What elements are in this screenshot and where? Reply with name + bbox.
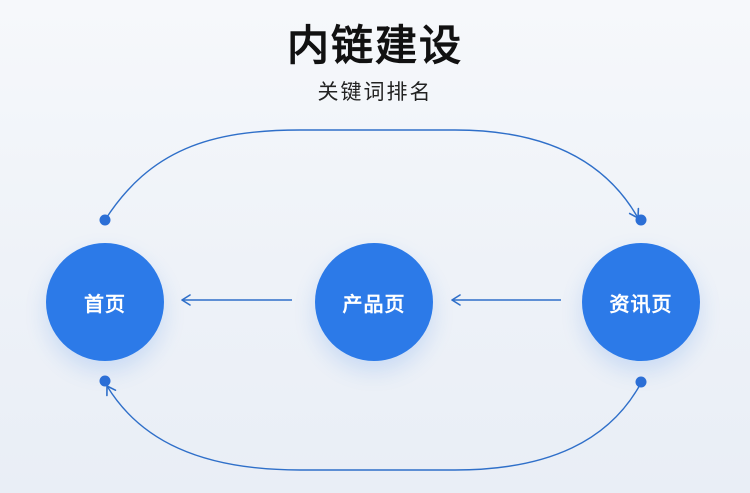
page-title: 内链建设 (286, 21, 463, 70)
top-arc-end-dot (635, 214, 647, 226)
bottom-arc (106, 382, 642, 471)
node-product: 产品页 (315, 243, 433, 361)
node-news-label: 资讯页 (609, 291, 673, 316)
top-arc-start-dot (99, 214, 111, 226)
bottom-arc-end-dot (99, 375, 111, 387)
top-arc (104, 129, 640, 221)
node-home: 首页 (46, 243, 164, 361)
node-product-label: 产品页 (342, 291, 406, 316)
page-subtitle: 关键词排名 (317, 80, 433, 104)
bottom-arc-start-dot (635, 376, 647, 388)
node-news: 资讯页 (582, 243, 700, 361)
node-home-label: 首页 (84, 291, 126, 316)
